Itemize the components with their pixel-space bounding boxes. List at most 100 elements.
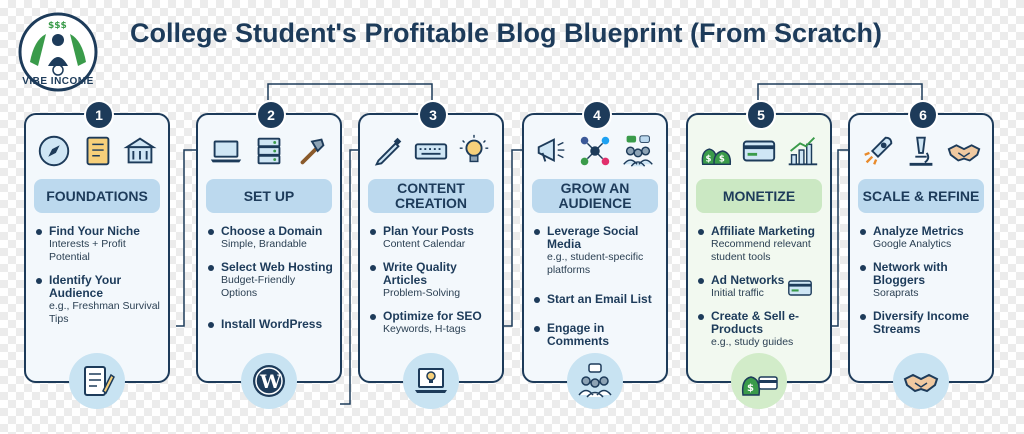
item-title: Ad Networks xyxy=(711,273,785,287)
laptop-lightbulb-icon xyxy=(411,361,451,401)
community-icon xyxy=(575,361,615,401)
step-title: SCALE & REFINE xyxy=(858,179,984,213)
step-items: Affiliate Marketing Recommend relevant s… xyxy=(698,225,824,359)
list-item: Analyze Metrics Google Analytics xyxy=(860,225,986,251)
money-bag-card-icon xyxy=(739,361,779,401)
step-card-content-creation: 3 CONTENT CREATION Plan Your Posts Conte… xyxy=(358,100,504,409)
item-subtitle: Content Calendar xyxy=(383,238,466,250)
hammer-icon xyxy=(293,132,331,170)
lightbulb-icon xyxy=(455,132,493,170)
social-network-icon xyxy=(576,132,614,170)
item-title: Engage in Comments xyxy=(547,321,610,348)
bottom-icon-badge xyxy=(69,353,125,409)
item-title: Plan Your Posts xyxy=(383,224,474,238)
step-number: 4 xyxy=(582,100,612,130)
megaphone-icon xyxy=(533,132,571,170)
list-item: Ad Networks Initial traffic xyxy=(698,274,824,300)
step-number: 6 xyxy=(908,100,938,130)
step-number: 5 xyxy=(746,100,776,130)
item-title: Identify Your Audience xyxy=(49,273,122,300)
icon-row xyxy=(32,131,162,171)
step-items: Analyze Metrics Google Analytics Network… xyxy=(860,225,986,346)
step-card-foundations: 1 FOUNDATIONS Find Your Niche Interests … xyxy=(24,100,170,409)
item-title: Network with Bloggers xyxy=(873,260,948,287)
item-subtitle: Budget-Friendly Options xyxy=(221,274,296,299)
item-title: Affiliate Marketing xyxy=(711,224,816,238)
page-title: College Student's Profitable Blog Bluepr… xyxy=(130,18,882,48)
server-icon xyxy=(250,132,288,170)
item-title: Choose a Domain xyxy=(221,224,323,238)
microscope-icon xyxy=(902,132,940,170)
icon-row xyxy=(694,131,824,171)
item-subtitle: e.g., study guides xyxy=(711,336,794,348)
item-subtitle: Soraprats xyxy=(873,287,919,299)
icon-row xyxy=(366,131,496,171)
item-subtitle: e.g., Freshman Survival Tips xyxy=(49,300,160,325)
bottom-icon-badge xyxy=(403,353,459,409)
bottom-icon-badge xyxy=(893,353,949,409)
item-subtitle: e.g., student-specific platforms xyxy=(547,251,644,276)
item-title: Write Quality Articles xyxy=(383,260,457,287)
list-item: Plan Your Posts Content Calendar xyxy=(370,225,496,251)
step-card-scale-refine: 6 SCALE & REFINE Analyze Metrics Google … xyxy=(848,100,994,409)
list-item: Leverage Social Media e.g., student-spec… xyxy=(534,225,660,277)
list-item: Write Quality Articles Problem-Solving xyxy=(370,261,496,300)
bottom-icon-badge xyxy=(567,353,623,409)
item-title: Diversify Income Streams xyxy=(873,309,970,336)
item-subtitle: Simple, Brandable xyxy=(221,238,307,250)
list-item: Find Your Niche Interests + Profit Poten… xyxy=(36,225,162,264)
bottom-icon-badge xyxy=(241,353,297,409)
item-subtitle: Recommend relevant student tools xyxy=(711,238,811,263)
list-item: Optimize for SEO Keywords, H-tags xyxy=(370,310,496,336)
icon-row xyxy=(856,131,986,171)
list-item: Choose a Domain Simple, Brandable xyxy=(208,225,334,251)
step-title: FOUNDATIONS xyxy=(34,179,160,213)
step-number: 2 xyxy=(256,100,286,130)
list-item: Install WordPress xyxy=(208,318,334,331)
vibe-income-logo: $$$ xyxy=(18,12,98,92)
svg-text:$$$: $$$ xyxy=(48,21,67,31)
list-item: Diversify Income Streams xyxy=(860,310,986,336)
compass-icon xyxy=(35,132,73,170)
item-subtitle: Keywords, H-tags xyxy=(383,323,466,335)
step-items: Leverage Social Media e.g., student-spec… xyxy=(534,225,660,358)
item-title: Find Your Niche xyxy=(49,224,140,238)
item-subtitle: Initial traffic xyxy=(711,287,764,299)
credit-card-icon xyxy=(740,132,778,170)
item-title: Start an Email List xyxy=(547,292,652,306)
step-number: 1 xyxy=(84,100,114,130)
list-item: Affiliate Marketing Recommend relevant s… xyxy=(698,225,824,264)
step-card-monetize: 5 MONETIZE Affiliate Marketing Recommend… xyxy=(686,100,832,409)
item-title: Leverage Social Media xyxy=(547,224,639,251)
item-title: Install WordPress xyxy=(221,317,323,331)
pen-icon xyxy=(369,132,407,170)
list-item: Network with Bloggers Soraprats xyxy=(860,261,986,300)
credit-card-icon xyxy=(782,274,818,307)
icon-row xyxy=(204,131,334,171)
item-subtitle: Google Analytics xyxy=(873,238,952,250)
item-subtitle: Interests + Profit Potential xyxy=(49,238,126,263)
growth-chart-icon xyxy=(783,132,821,170)
notepad-pen-icon xyxy=(77,361,117,401)
list-item: Identify Your Audience e.g., Freshman Su… xyxy=(36,274,162,326)
rocket-icon xyxy=(859,132,897,170)
wordpress-icon xyxy=(249,361,289,401)
icon-row xyxy=(530,131,660,171)
handshake-icon xyxy=(901,361,941,401)
list-item: Start an Email List xyxy=(534,293,660,306)
step-title: GROW AN AUDIENCE xyxy=(532,179,658,213)
item-title: Create & Sell e-Products xyxy=(711,309,800,336)
logo-text: VIBE INCOME xyxy=(22,76,94,87)
step-items: Plan Your Posts Content Calendar Write Q… xyxy=(370,225,496,346)
keyboard-icon xyxy=(412,132,450,170)
step-title: MONETIZE xyxy=(696,179,822,213)
step-title: SET UP xyxy=(206,179,332,213)
item-title: Optimize for SEO xyxy=(383,309,482,323)
bottom-icon-badge xyxy=(731,353,787,409)
step-card-set-up: 2 SET UP Choose a Domain Simple, Brandab… xyxy=(196,100,342,409)
people-chat-icon xyxy=(619,132,657,170)
money-bags-icon xyxy=(697,132,735,170)
step-card-grow-audience: 4 GROW AN AUDIENCE Leverage Social Media… xyxy=(522,100,668,409)
step-items: Choose a Domain Simple, Brandable Select… xyxy=(208,225,334,341)
